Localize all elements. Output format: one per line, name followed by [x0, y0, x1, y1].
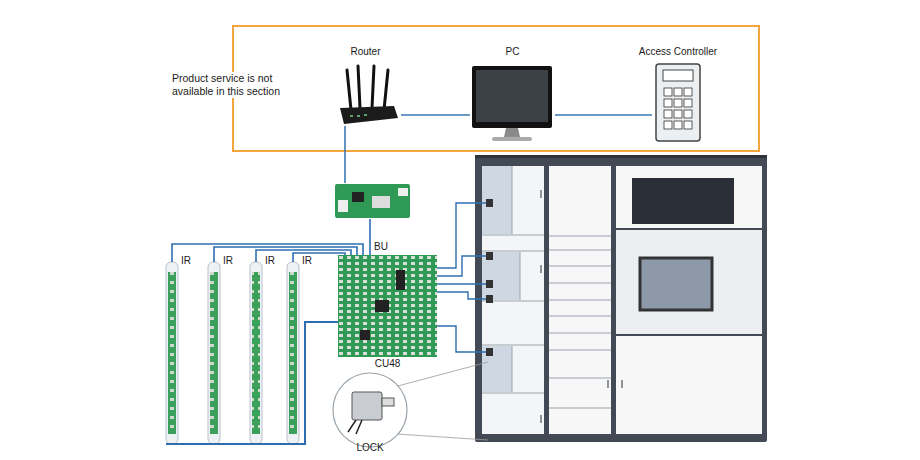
- board-chip: [360, 330, 370, 340]
- ir-tube: [166, 262, 178, 444]
- locker-column: [482, 166, 544, 434]
- connector-line: [401, 114, 470, 116]
- controller-keypad: [663, 87, 693, 131]
- lock-bolt: [382, 398, 394, 406]
- router-lights: [350, 115, 367, 116]
- ir-tube: [287, 262, 299, 444]
- node-label: BU: [374, 241, 398, 253]
- service-boundary: Product service is not available in this…: [232, 25, 760, 152]
- cabinet-frame: [475, 158, 767, 442]
- node-label: LOCK: [340, 442, 400, 454]
- ir-pcb: [289, 272, 297, 434]
- door-lines: [482, 166, 544, 393]
- door-handles: [541, 190, 622, 423]
- connector-line: [214, 247, 357, 262]
- bus-wire: [166, 322, 338, 444]
- lock-callout: LOCK: [332, 372, 408, 448]
- node-label: CU48: [355, 358, 420, 370]
- connector-line: [344, 126, 346, 183]
- monitor-frame: [472, 66, 552, 128]
- node-label: PC: [470, 46, 555, 58]
- board-connector: [398, 188, 408, 196]
- ir-pcb: [168, 272, 176, 434]
- monitor-neck: [504, 128, 520, 137]
- touch-screen: [640, 258, 712, 310]
- lock-body: [352, 392, 382, 420]
- node-label: IR: [265, 255, 281, 267]
- connector-line: [555, 114, 652, 116]
- node-label: Product service is not available in this…: [172, 72, 300, 98]
- pc-device: PC: [470, 44, 555, 144]
- ir-sensor: IR: [287, 262, 299, 444]
- node-label: Router: [330, 46, 401, 58]
- locker-column: [549, 166, 611, 434]
- router-device: Router: [330, 44, 401, 126]
- kiosk-panel: [616, 230, 762, 334]
- monitor-screen: [476, 70, 548, 122]
- ir-sensor: IR: [250, 262, 262, 444]
- cu48-board: CU48: [338, 255, 437, 357]
- node-label: IR: [302, 255, 318, 267]
- display-screen: [632, 178, 734, 224]
- access-controller: Access Controller: [652, 44, 704, 144]
- lock-points: [486, 199, 493, 356]
- monitor-base: [492, 137, 532, 141]
- connector-line: [369, 219, 371, 255]
- board-connector: [372, 196, 390, 208]
- connector-line: [256, 250, 351, 262]
- ir-pcb: [210, 272, 218, 434]
- controller-body: [656, 64, 700, 141]
- lower-door: [616, 336, 762, 434]
- ir-sensor: IR: [208, 262, 220, 444]
- controller-display: [663, 70, 693, 81]
- ir-sensor: IR: [166, 262, 178, 444]
- ir-pcb: [252, 272, 260, 434]
- ir-tube: [250, 262, 262, 444]
- bu-board: [335, 184, 410, 218]
- lock-circle: [333, 373, 407, 447]
- connector-line: [293, 253, 345, 262]
- connector-line: [172, 244, 363, 262]
- board-chip: [375, 300, 389, 312]
- board-chip: [352, 192, 364, 202]
- lock-leads: [348, 420, 362, 434]
- door-lines: [549, 236, 611, 408]
- screen-panel: [616, 166, 762, 228]
- board-chip: [396, 270, 405, 290]
- router-antennas: [347, 66, 388, 110]
- lock-wires: [437, 203, 488, 352]
- node-label: Access Controller: [628, 46, 728, 58]
- bu-board: BU: [330, 183, 413, 219]
- node-label: IR: [223, 255, 239, 267]
- node-label: IR: [181, 255, 197, 267]
- ir-tube: [208, 262, 220, 444]
- board-connector: [338, 200, 348, 212]
- cu48-board: [338, 255, 437, 357]
- leader-lines: [394, 362, 488, 440]
- router-body: [340, 106, 398, 124]
